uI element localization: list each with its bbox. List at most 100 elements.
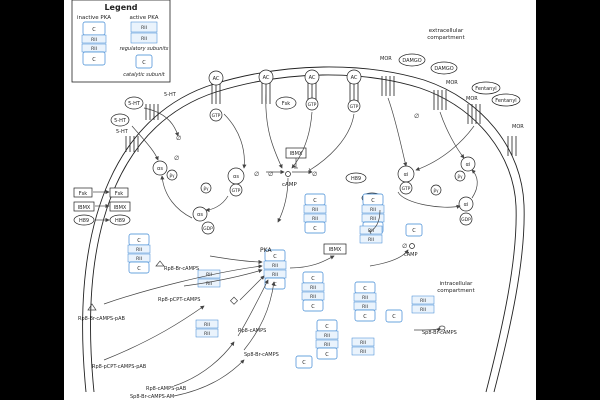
free-c-2 [295,355,313,369]
fsk-membrane-label: Fsk [282,101,290,107]
alpha-s-label-1: αs [157,166,163,172]
pka-holo-c-top-label-3: C [311,276,315,282]
left-drug-row: Fsk Fsk IBMX IBMX H89 H89 [73,187,131,226]
gtp-label-1: GTP [212,113,221,119]
pka-holo-rii-a-5 [315,330,339,340]
rp8-br-triangle [155,260,165,267]
adenylyl-cyclase-1: AC GTP [208,70,224,122]
alpha-s-label-3: αs [197,212,203,218]
rii-pair-b-label-3: RII [204,331,210,337]
pka-holo-c-bottom-5 [316,347,338,360]
pka-holo-rii-a-1 [263,260,287,270]
camp-dot [285,171,291,177]
pka-holo-c-top-label-5: C [325,324,329,330]
bg-label-4: βγ [434,188,440,193]
legend-catalytic-c-label: C [142,60,146,66]
ac-label-3: AC [309,75,316,81]
mor-label-1: MOR [380,56,392,62]
rp8-br-label: Rp8-Br-cAMPS [164,266,199,272]
rp8-br-pab-label: Rp8-Br-cAMPS-pAB [78,316,125,322]
pathway-diagram: extracellular compartment intracellular … [71,0,525,400]
g-proteins-left: αs βγ αs GTP αs GDP βγ [152,160,245,235]
legend-active: active PKA [129,15,158,21]
legend-regulatory: regulatory subunits [120,46,169,52]
gtp-left: GTP [232,188,241,194]
gdp-right: GDP [461,217,471,223]
fentanyl-label-2: Fentanyl [495,98,516,104]
camp-dot-2 [409,243,415,249]
pka-holo-rii-b-label-1: RII [272,272,278,278]
fsk-membrane [275,96,297,110]
pka-holo-c-bottom-2 [304,221,326,234]
cell-membrane-inner [90,74,517,393]
bg-label-1: βγ [170,173,176,178]
rii-pair-a-4 [197,269,221,279]
camp-label-2: cAMP [404,252,418,258]
ibmx-in-label: IBMX [114,205,127,211]
pka-holo-rii-b-label-4: RII [362,304,368,310]
cell-membrane [82,66,525,393]
fsk-in-label: Fsk [115,191,123,197]
legend-rii-a [81,34,107,44]
gtp-label-3: GTP [308,102,317,108]
free-c-label-2: C [302,360,306,366]
ibmx-pka-label: IBMX [329,247,342,253]
pka-holo-rii-b-label-5: RII [324,342,330,348]
pka-holo-rii-b-label-3: RII [310,294,316,300]
legend-active-rii-b-label: RII [141,36,147,42]
pka-holo-c-top-label-0: C [137,238,141,244]
legend-c-bottom-label: C [92,57,96,63]
empty-3: ∅ [414,113,419,120]
pka-holo-c-bottom-label-4: C [363,314,367,320]
rii-pair-a-label-1: RII [420,298,426,304]
pka-holo-rii-b-label-2: RII [312,216,318,222]
legend-rii-b-label: RII [91,46,97,52]
empty-6: ∅ [312,171,317,178]
pka-holo-rii-a-0 [127,244,151,254]
5ht7-label: 5-HT [164,92,177,98]
pka-holoenzymes: C RII RII C C RII RII C C RII RII C C RII RII C C RII RII C… [127,193,435,369]
rii-pair-b-4 [197,278,221,288]
rii-pair-a-3 [195,319,219,329]
rii-pair-a-label-3: RII [204,322,210,328]
ac-label-2: AC [263,75,270,81]
5ht7-receptor-lower: 5-HT 5-HT [110,113,139,152]
pka-holo-c-bottom-0 [128,261,150,274]
pka-holo-c-top-label-6: C [371,198,375,204]
rii-pair-b-label-1: RII [420,307,426,313]
alpha-i-label-2: αi [404,172,409,178]
pka-holo-rii-a-label-4: RII [362,295,368,301]
intracellular-label-2: compartment [437,288,475,294]
free-c-1 [385,309,403,323]
pka-holo-c-bottom-label-3: C [311,304,315,310]
pka-holo-rii-a-3 [301,282,325,292]
legend-inactive: inactive PKA [77,15,111,21]
ac-label-1: AC [213,76,220,82]
empty-7: ∅ [402,243,407,250]
pka-holo-c-top-label-4: C [363,286,367,292]
gdp-left: GDP [203,226,213,232]
pka-holo-rii-b-label-6: RII [370,216,376,222]
mor-label-2: MOR [446,80,458,86]
extracellular-label: extracellular [429,28,464,34]
empty-4: ∅ [254,171,259,178]
rii-pair-b-label-4: RII [206,281,212,287]
legend-rii-a-label: RII [91,37,97,43]
pka-holo-rii-a-label-1: RII [272,263,278,269]
gtp-label-4: GTP [350,104,359,110]
pka-holo-c-top-label-1: C [273,254,277,260]
fentanyl-label-1: Fentanyl [475,86,496,92]
free-c-label-0: C [412,228,416,234]
bg-label-3: βγ [458,174,464,179]
ac-label-4: AC [351,75,358,81]
pka-holo-rii-a-2 [303,204,327,214]
ibmx-box-pka [323,243,347,255]
rii-pair-b-2 [351,346,375,356]
empty-1: ∅ [176,135,181,142]
sp8-br-label: Sp8-Br-cAMPS [244,352,279,358]
damgo-label-2: DAMGO [434,66,453,72]
pka-holo-rii-b-label-0: RII [136,256,142,262]
pka-holo-c-bottom-label-0: C [137,266,141,272]
gtp-right: GTP [402,186,411,192]
